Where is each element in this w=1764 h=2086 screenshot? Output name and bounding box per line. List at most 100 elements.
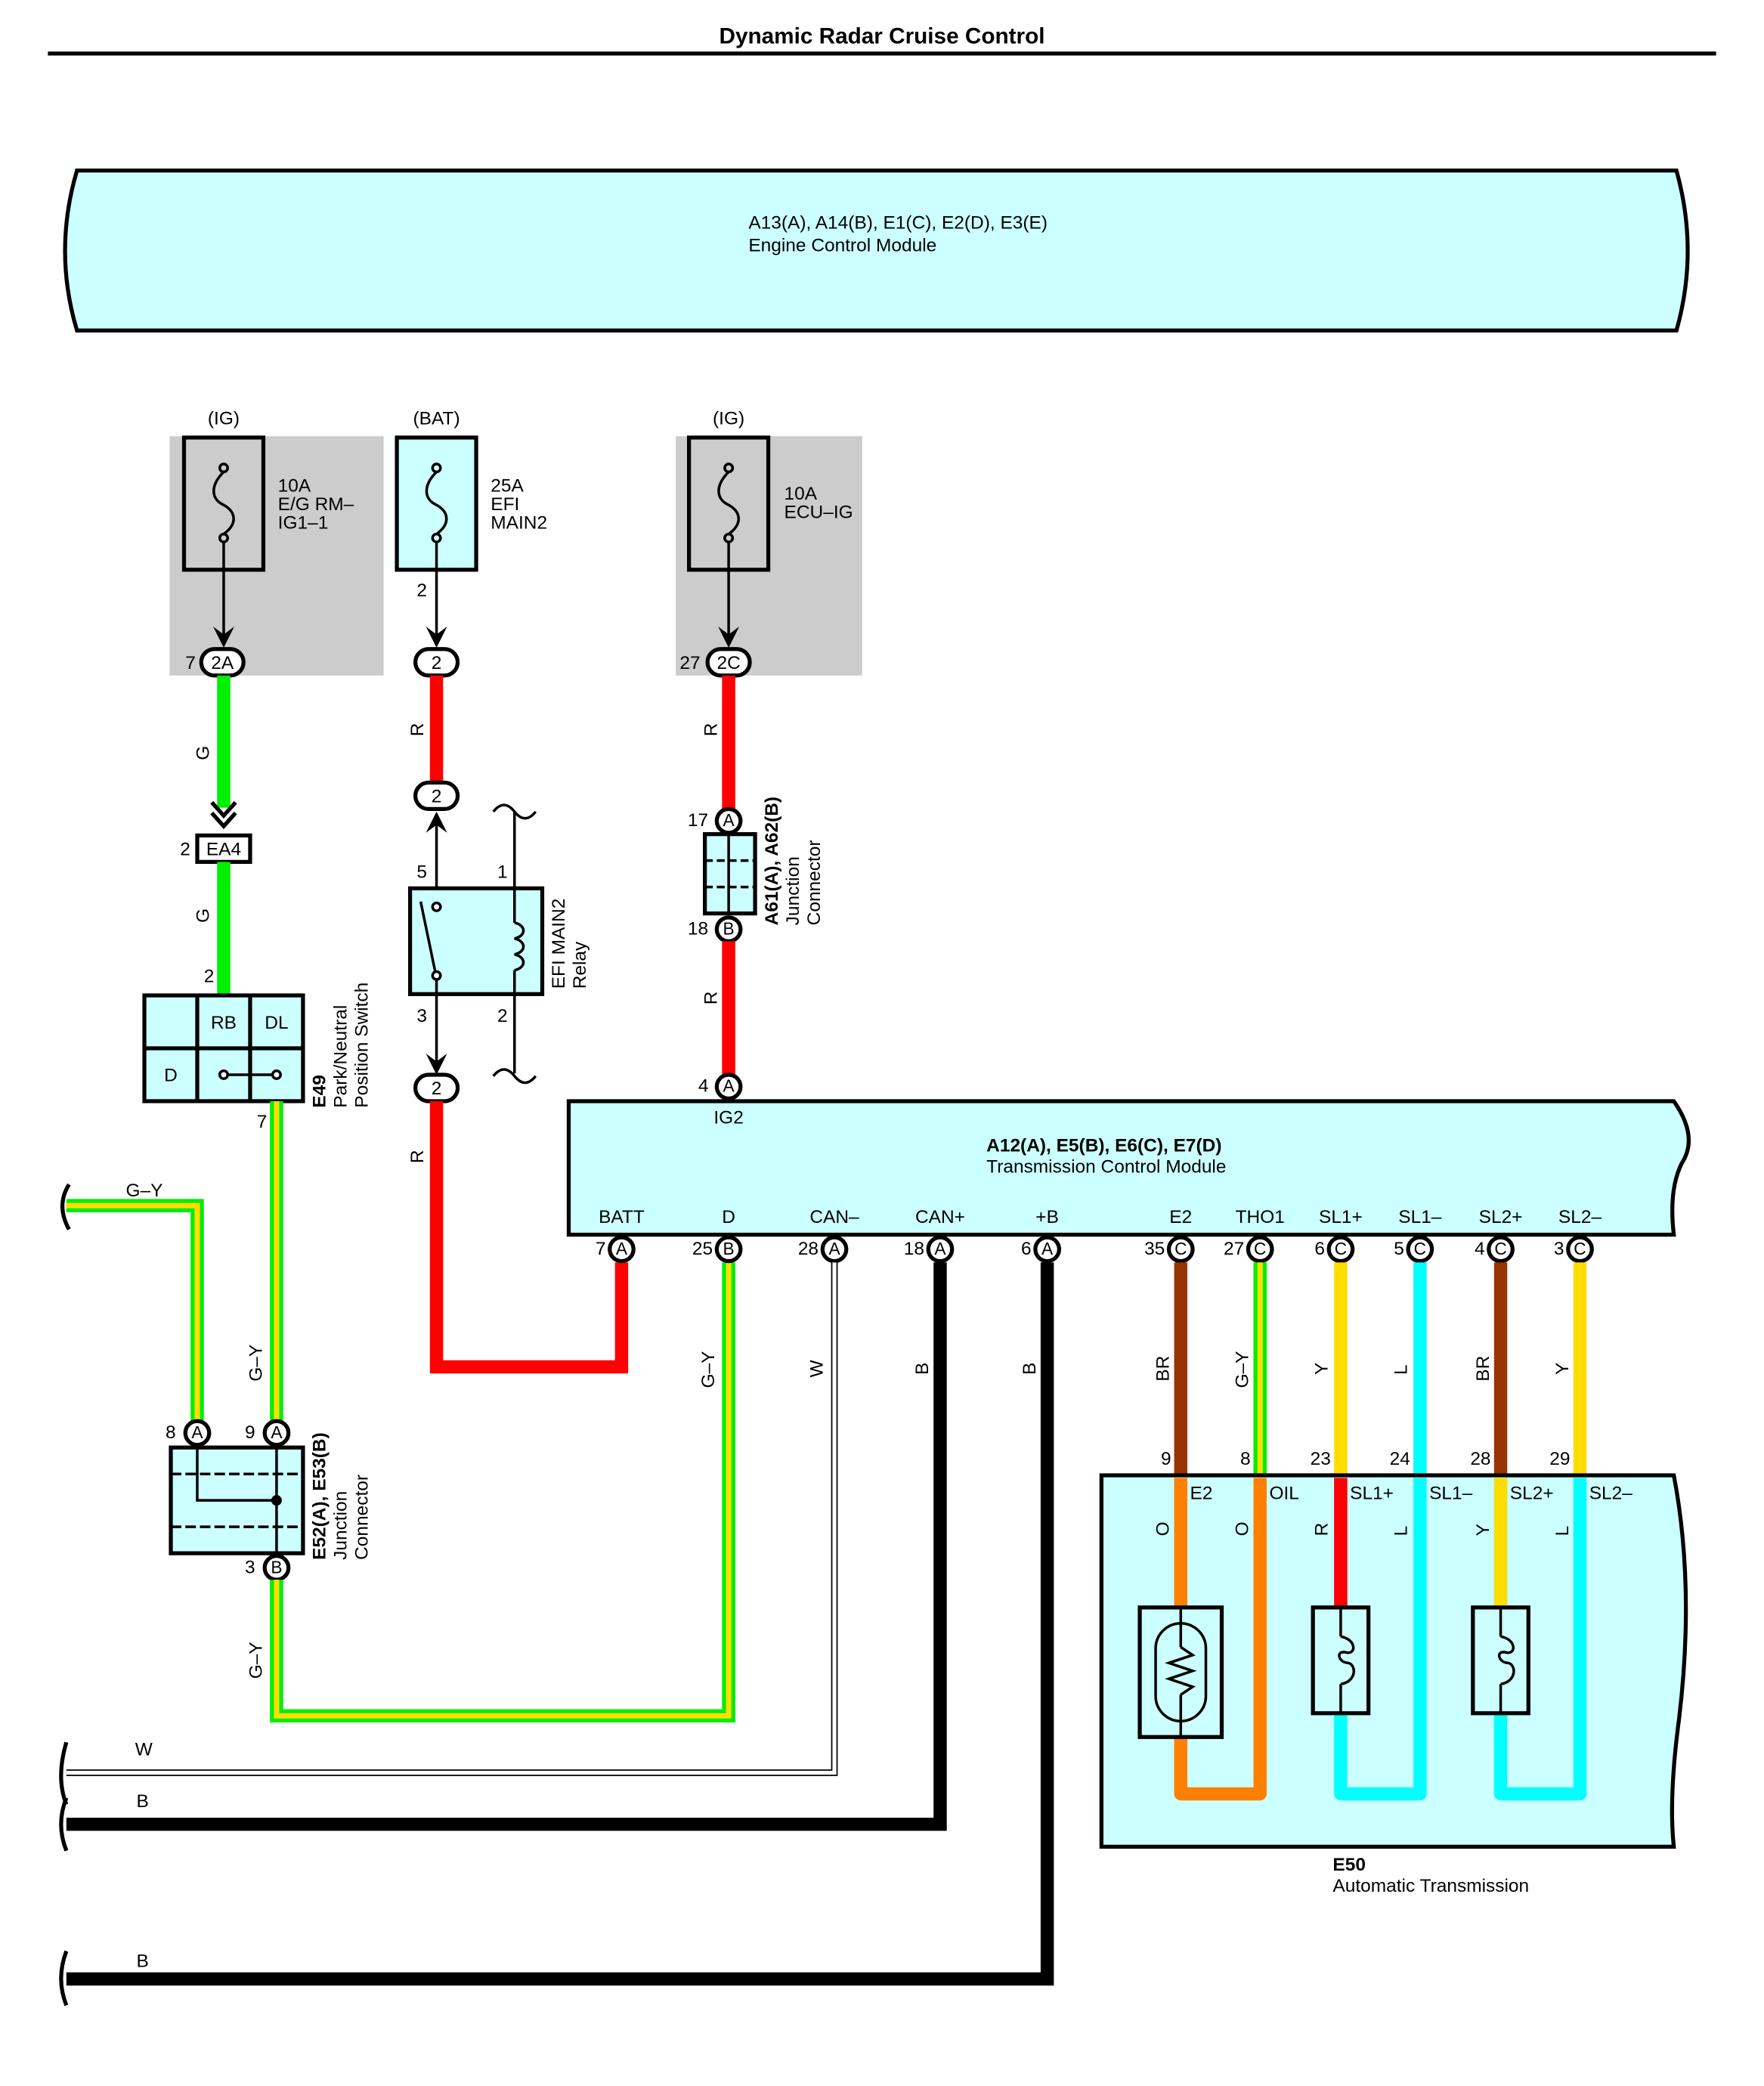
e52-junction-connector xyxy=(169,1445,305,1555)
e50-pin-8: 8 xyxy=(1240,1449,1251,1469)
offpage-label-w: W xyxy=(135,1740,153,1760)
oil-temp-sensor-icon xyxy=(1137,1605,1224,1739)
tcm-ig2-pin: 4 xyxy=(698,1076,709,1097)
tcm-terminal-pin: 3 xyxy=(1554,1239,1564,1259)
tcm-terminal-connector-label: C xyxy=(1174,1239,1187,1258)
tcm-ig2-label: IG2 xyxy=(713,1108,743,1128)
e50-wire-label-l1: L xyxy=(1391,1526,1411,1537)
fuse3-icon xyxy=(717,463,740,638)
tcm-terminal-name: E2 xyxy=(1169,1207,1192,1227)
tcm-terminal-pin: 6 xyxy=(1314,1239,1325,1259)
page-title: Dynamic Radar Cruise Control xyxy=(719,24,1044,49)
tcm-terminal-pin: 35 xyxy=(1144,1239,1165,1259)
tcm-terminal-pin: 5 xyxy=(1394,1239,1404,1259)
fuse2-name-1: EFI xyxy=(491,494,519,515)
e50-term-sl1m: SL1– xyxy=(1429,1483,1473,1503)
offpage-break-w-icon xyxy=(59,1741,69,1806)
e50-id: E50 xyxy=(1332,1855,1366,1875)
title-rule xyxy=(48,51,1716,56)
offpage-break-b2-icon xyxy=(59,1950,69,2007)
fuse1-pin: 7 xyxy=(185,653,196,673)
wire-r-batt xyxy=(429,1100,629,1374)
wire-label-b-pb: B xyxy=(1020,1363,1040,1375)
e52-type-1: Junction xyxy=(331,1491,351,1560)
offpage-break-icon xyxy=(60,1183,71,1230)
wire-l-1 xyxy=(1413,1262,1427,1475)
junction-relay-top xyxy=(413,780,460,812)
fuse3-pin: 27 xyxy=(679,653,700,673)
tcm-terminal-connector xyxy=(714,1235,743,1264)
e52-conn-8a xyxy=(183,1419,212,1447)
e50-term-oil: OIL xyxy=(1269,1483,1298,1503)
wire-b-pb xyxy=(66,1262,1054,1986)
wire-label-r2: R xyxy=(407,1150,428,1163)
a61-pin-18: 18 xyxy=(688,919,708,939)
tcm-terminal-name: SL2– xyxy=(1558,1207,1602,1227)
a61-conn-b-label: B xyxy=(723,919,735,939)
wire-br-1 xyxy=(1174,1262,1188,1475)
wire-g-1 xyxy=(217,675,231,808)
ea4-arrow-icon xyxy=(210,800,237,830)
tcm-terminal-connector xyxy=(926,1235,955,1264)
solenoid-sl1-icon xyxy=(1311,1605,1371,1716)
solenoid-sl2-icon xyxy=(1471,1605,1530,1716)
wire-label-gy-tho: G–Y xyxy=(1232,1351,1252,1388)
wire-label-gy-e49: G–Y xyxy=(246,1345,267,1382)
e50-wire-label-o2: O xyxy=(1232,1521,1252,1536)
e52-pin-9: 9 xyxy=(245,1422,255,1443)
wire-gy-offpage xyxy=(66,1199,204,1422)
e52-pin-3: 3 xyxy=(245,1557,255,1577)
tcm-terminal-connector-label: C xyxy=(1574,1239,1586,1258)
wire-label-l1: L xyxy=(1391,1364,1411,1375)
tcm-connectors: A12(A), E5(B), E6(C), E7(D) xyxy=(986,1135,1221,1156)
fuse2-arrow-icon xyxy=(426,627,447,648)
fuse1-rating: 10A xyxy=(278,476,311,497)
e52-pin-8: 8 xyxy=(166,1422,176,1443)
e49-cell-d: D xyxy=(164,1066,178,1086)
wire-label-y2: Y xyxy=(1552,1363,1573,1375)
offpage-break-b1-icon xyxy=(59,1797,69,1852)
e49-name-2: Position Switch xyxy=(352,983,373,1108)
relay-pin-2: 2 xyxy=(497,1006,508,1026)
tcm-name: Transmission Control Module xyxy=(986,1156,1226,1177)
e50-pin-9: 9 xyxy=(1161,1449,1171,1469)
tcm-terminal-connector-label: C xyxy=(1335,1239,1347,1258)
wire-gy-e49 xyxy=(270,1100,283,1422)
wire-label-r3: R xyxy=(701,723,721,737)
fuse1-name-1: E/G RM– xyxy=(278,494,354,515)
tcm-terminal-name: THO1 xyxy=(1236,1207,1285,1227)
wire-r-1 xyxy=(429,675,444,785)
e52-conn-3b-label: B xyxy=(271,1557,282,1577)
tcm-terminal-connector xyxy=(1033,1235,1061,1264)
a61-label: A61(A), A62(B) xyxy=(762,797,782,925)
tcm-terminal-name: CAN– xyxy=(809,1207,859,1227)
e50-wire-label-l2: L xyxy=(1552,1526,1573,1537)
tcm-terminal-pin: 4 xyxy=(1475,1239,1485,1259)
wire-g-2 xyxy=(217,862,231,996)
relay-arrow-down-icon xyxy=(426,1053,447,1075)
tcm-terminal-connector-label: A xyxy=(828,1239,840,1258)
a61-type-1: Junction xyxy=(783,856,803,925)
tcm-terminal-pin: 7 xyxy=(596,1239,606,1259)
e50-wire-label-o1: O xyxy=(1153,1521,1174,1536)
tcm-ig2-conn xyxy=(714,1072,743,1101)
fuse1-supply: (IG) xyxy=(208,408,240,429)
e50-pin-28: 28 xyxy=(1470,1449,1490,1469)
wire-label-g2: G xyxy=(193,908,214,923)
efi-main2-relay xyxy=(407,811,545,1074)
wire-label-br1: BR xyxy=(1153,1356,1174,1382)
fuse1-name-2: IG1–1 xyxy=(278,513,329,534)
a61-junction-connector xyxy=(703,832,757,916)
tcm-terminal-connector xyxy=(1487,1235,1515,1264)
wire-label-r4: R xyxy=(701,992,721,1005)
tcm-terminal-connector-label: C xyxy=(1494,1239,1506,1258)
a61-pin-17: 17 xyxy=(688,810,708,831)
wire-label-gy-e52: G–Y xyxy=(246,1642,267,1679)
e49-cell-rb: RB xyxy=(211,1013,237,1033)
fuse2-rating: 25A xyxy=(491,476,524,497)
fuse1-icon xyxy=(212,463,235,638)
tcm-terminal-connector xyxy=(1406,1235,1434,1264)
relay-type: Relay xyxy=(570,941,590,989)
wire-y-1 xyxy=(1334,1262,1348,1475)
